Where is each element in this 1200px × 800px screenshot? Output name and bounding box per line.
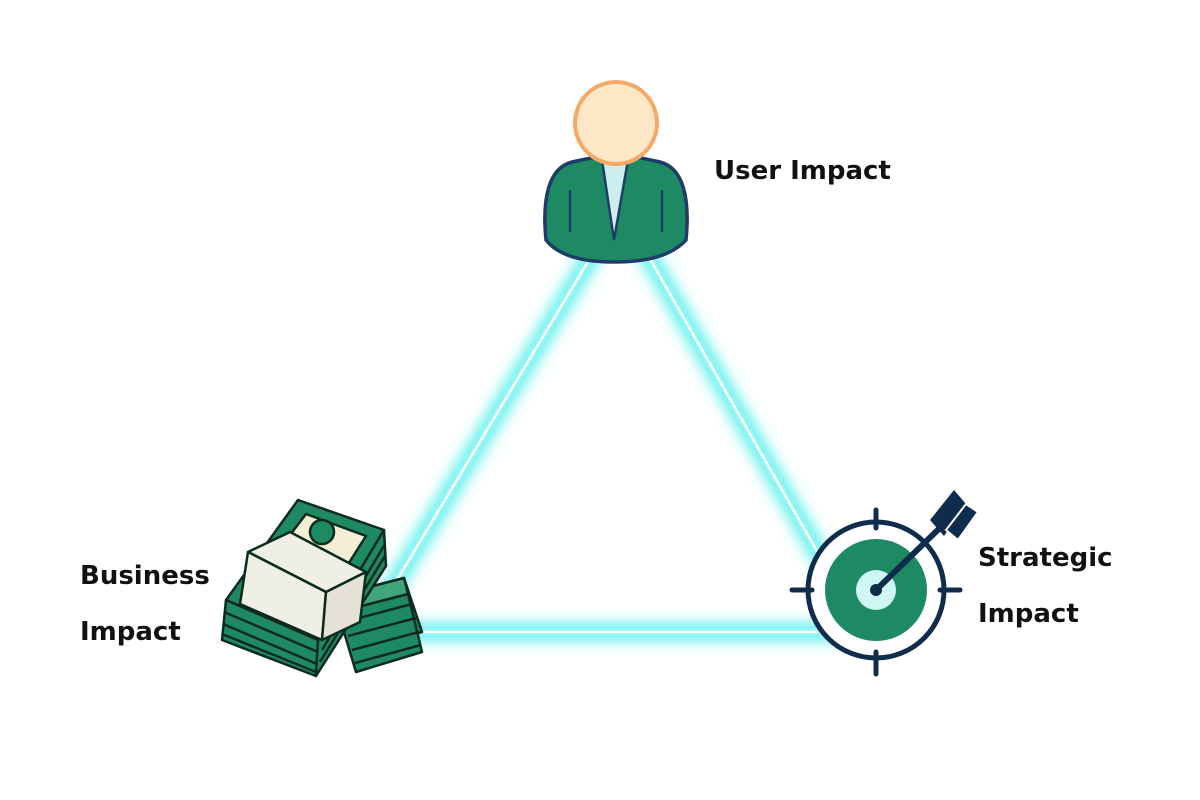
edge-glow <box>376 236 854 641</box>
arrow <box>870 490 980 596</box>
business-impact-label-line1: Business <box>80 561 210 591</box>
user-impact-label: User Impact <box>714 156 891 186</box>
strategic-impact-label-line1: Strategic <box>978 543 1113 573</box>
target-arrow-icon <box>789 490 980 677</box>
triangle-edges <box>376 236 854 641</box>
strategic-impact-label-line2: Impact <box>978 599 1079 629</box>
business-impact-label: Business Impact <box>80 548 210 660</box>
money-stack-main <box>220 498 388 678</box>
edge-core <box>383 243 847 634</box>
person-icon <box>543 80 689 264</box>
business-impact-label-line2: Impact <box>80 617 181 647</box>
edge-mid <box>381 241 849 636</box>
target-crosshair <box>789 507 963 677</box>
money-stack-icon <box>220 498 424 678</box>
strategic-impact-label: Strategic Impact <box>978 530 1113 642</box>
